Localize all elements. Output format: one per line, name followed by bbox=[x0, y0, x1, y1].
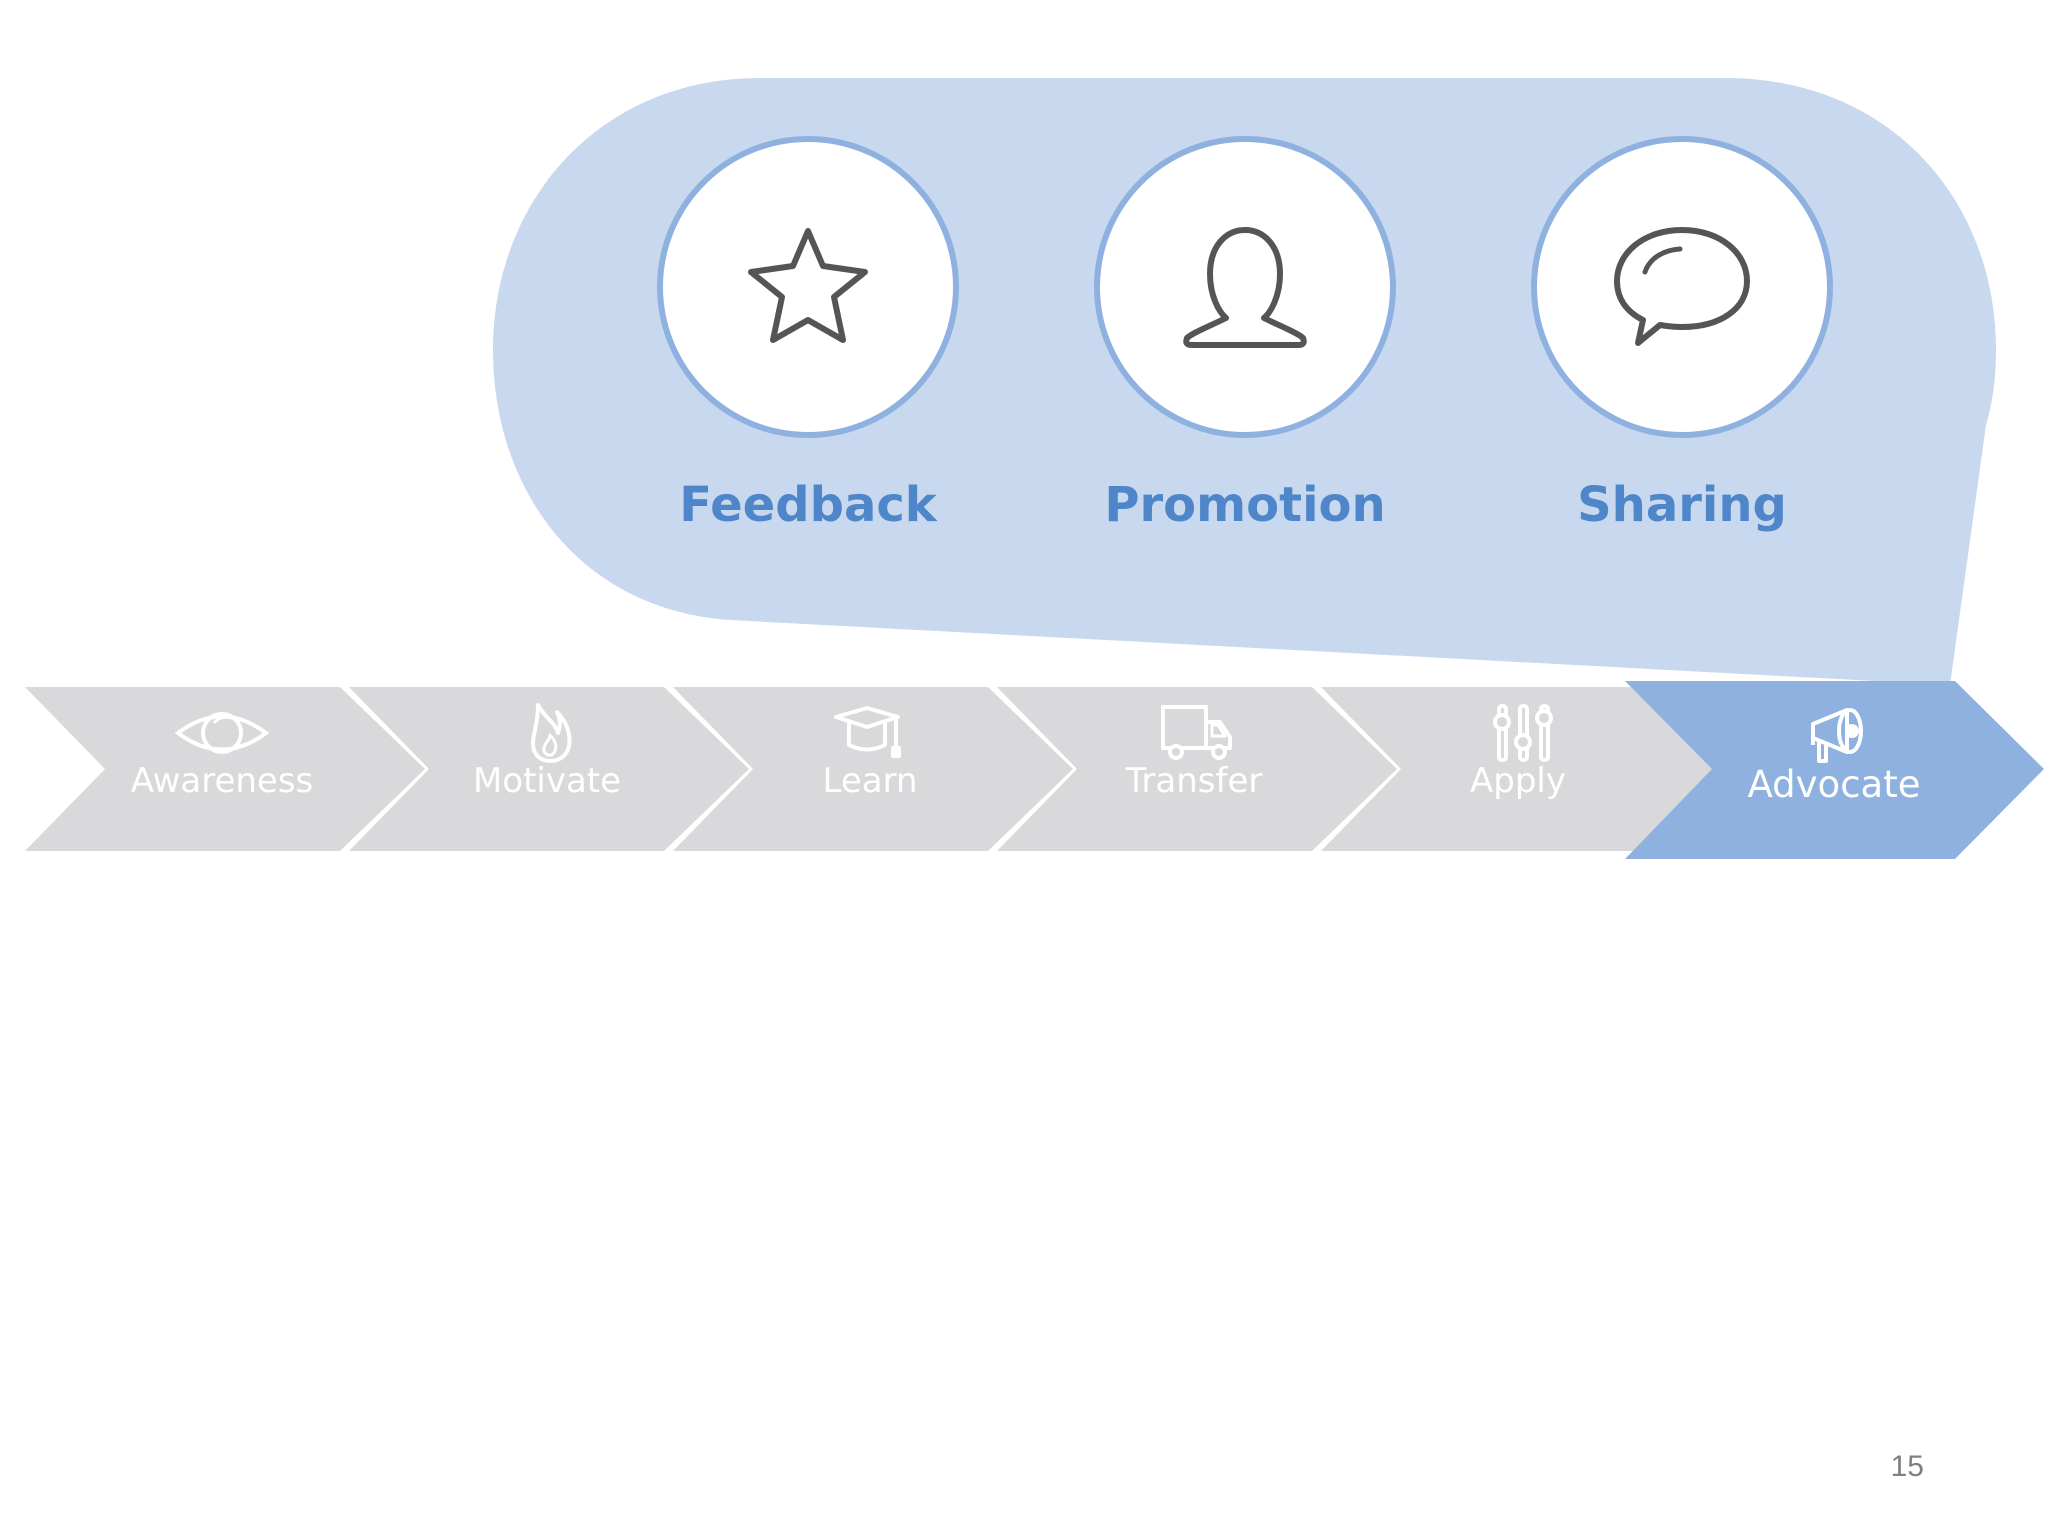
chevron-advocate bbox=[1625, 681, 2044, 859]
truck-icon bbox=[1161, 705, 1232, 760]
step-label-transfer: Transfer bbox=[1125, 761, 1263, 801]
step-label-awareness: Awareness bbox=[131, 761, 314, 801]
page-number: 15 bbox=[1891, 1450, 1924, 1483]
chevron-awareness bbox=[25, 687, 425, 851]
sharing-circle bbox=[1531, 136, 1833, 438]
step-label-learn: Learn bbox=[822, 761, 917, 801]
megaphone-icon bbox=[1811, 708, 1863, 763]
focus-item-promotion: Promotion bbox=[1094, 136, 1396, 533]
sliders-icon bbox=[1493, 704, 1553, 762]
step-label-apply: Apply bbox=[1470, 761, 1566, 801]
step-label-motivate: Motivate bbox=[473, 761, 621, 801]
focus-item-feedback: Feedback bbox=[657, 136, 959, 533]
chevron-apply bbox=[1321, 687, 1721, 851]
speech-bubble-icon bbox=[1614, 227, 1750, 346]
chevron-transfer bbox=[997, 687, 1397, 851]
process-step-advocate: Advocate bbox=[1625, 681, 2044, 859]
fire-icon bbox=[531, 703, 572, 763]
star-icon bbox=[748, 228, 868, 343]
process-step-transfer: Transfer bbox=[997, 687, 1397, 851]
step-label-advocate: Advocate bbox=[1748, 763, 1921, 806]
person-icon bbox=[1183, 227, 1307, 348]
promotion-circle bbox=[1094, 136, 1396, 438]
process-step-awareness: Awareness bbox=[25, 687, 425, 851]
chevron-motivate bbox=[349, 687, 749, 851]
process-step-apply: Apply bbox=[1321, 687, 1721, 851]
process-step-motivate: Motivate bbox=[349, 687, 749, 851]
process-step-learn: Learn bbox=[673, 687, 1073, 851]
promotion-label: Promotion bbox=[1104, 477, 1385, 533]
chevron-learn bbox=[673, 687, 1073, 851]
focus-item-sharing: Sharing bbox=[1531, 136, 1833, 533]
feedback-label: Feedback bbox=[679, 477, 938, 533]
feedback-circle bbox=[657, 136, 959, 438]
graduation-cap-icon bbox=[834, 706, 901, 758]
sharing-label: Sharing bbox=[1577, 477, 1787, 533]
eye-icon bbox=[174, 712, 270, 754]
